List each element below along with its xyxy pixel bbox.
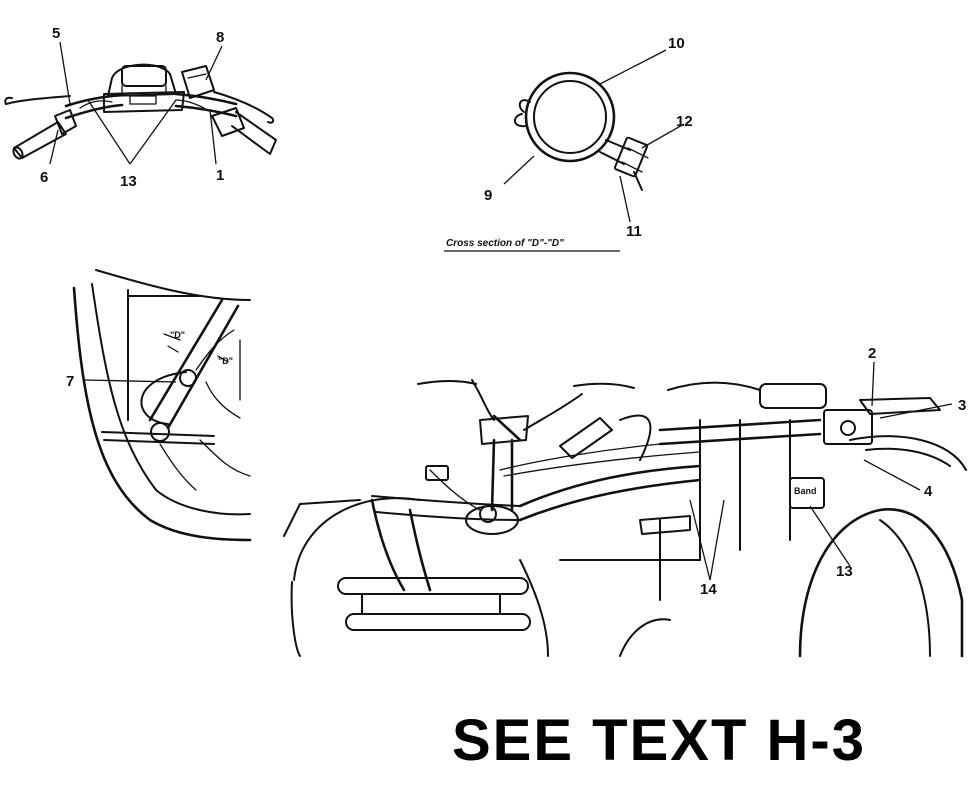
callout-1: 1 bbox=[216, 167, 224, 184]
vehicle-frame-view bbox=[283, 361, 967, 658]
callout-7: 7 bbox=[66, 373, 74, 390]
frame-detail-view bbox=[72, 269, 252, 542]
callout-10: 10 bbox=[668, 35, 685, 52]
callout-12: 12 bbox=[676, 113, 693, 130]
section-mark-d-1: "D" bbox=[170, 330, 185, 340]
callout-13-handlebar: 13 bbox=[120, 173, 137, 190]
see-text-footer: SEE TEXT H-3 bbox=[452, 708, 866, 773]
handlebar-view bbox=[4, 41, 277, 165]
callout-8: 8 bbox=[216, 29, 224, 46]
callout-14: 14 bbox=[700, 581, 717, 598]
callout-2: 2 bbox=[868, 345, 876, 362]
cross-section-caption: Cross section of "D"-"D" bbox=[446, 238, 564, 249]
callout-13-frame: 13 bbox=[836, 563, 853, 580]
callout-3: 3 bbox=[958, 397, 966, 414]
section-mark-d-2: "D" bbox=[218, 356, 233, 366]
callout-11: 11 bbox=[626, 223, 642, 240]
callout-9: 9 bbox=[484, 187, 492, 204]
callout-5: 5 bbox=[52, 25, 60, 42]
band-label: Band bbox=[794, 486, 817, 496]
callout-4: 4 bbox=[924, 483, 933, 500]
clamp-cross-section bbox=[444, 49, 685, 252]
callout-6: 6 bbox=[40, 169, 48, 186]
